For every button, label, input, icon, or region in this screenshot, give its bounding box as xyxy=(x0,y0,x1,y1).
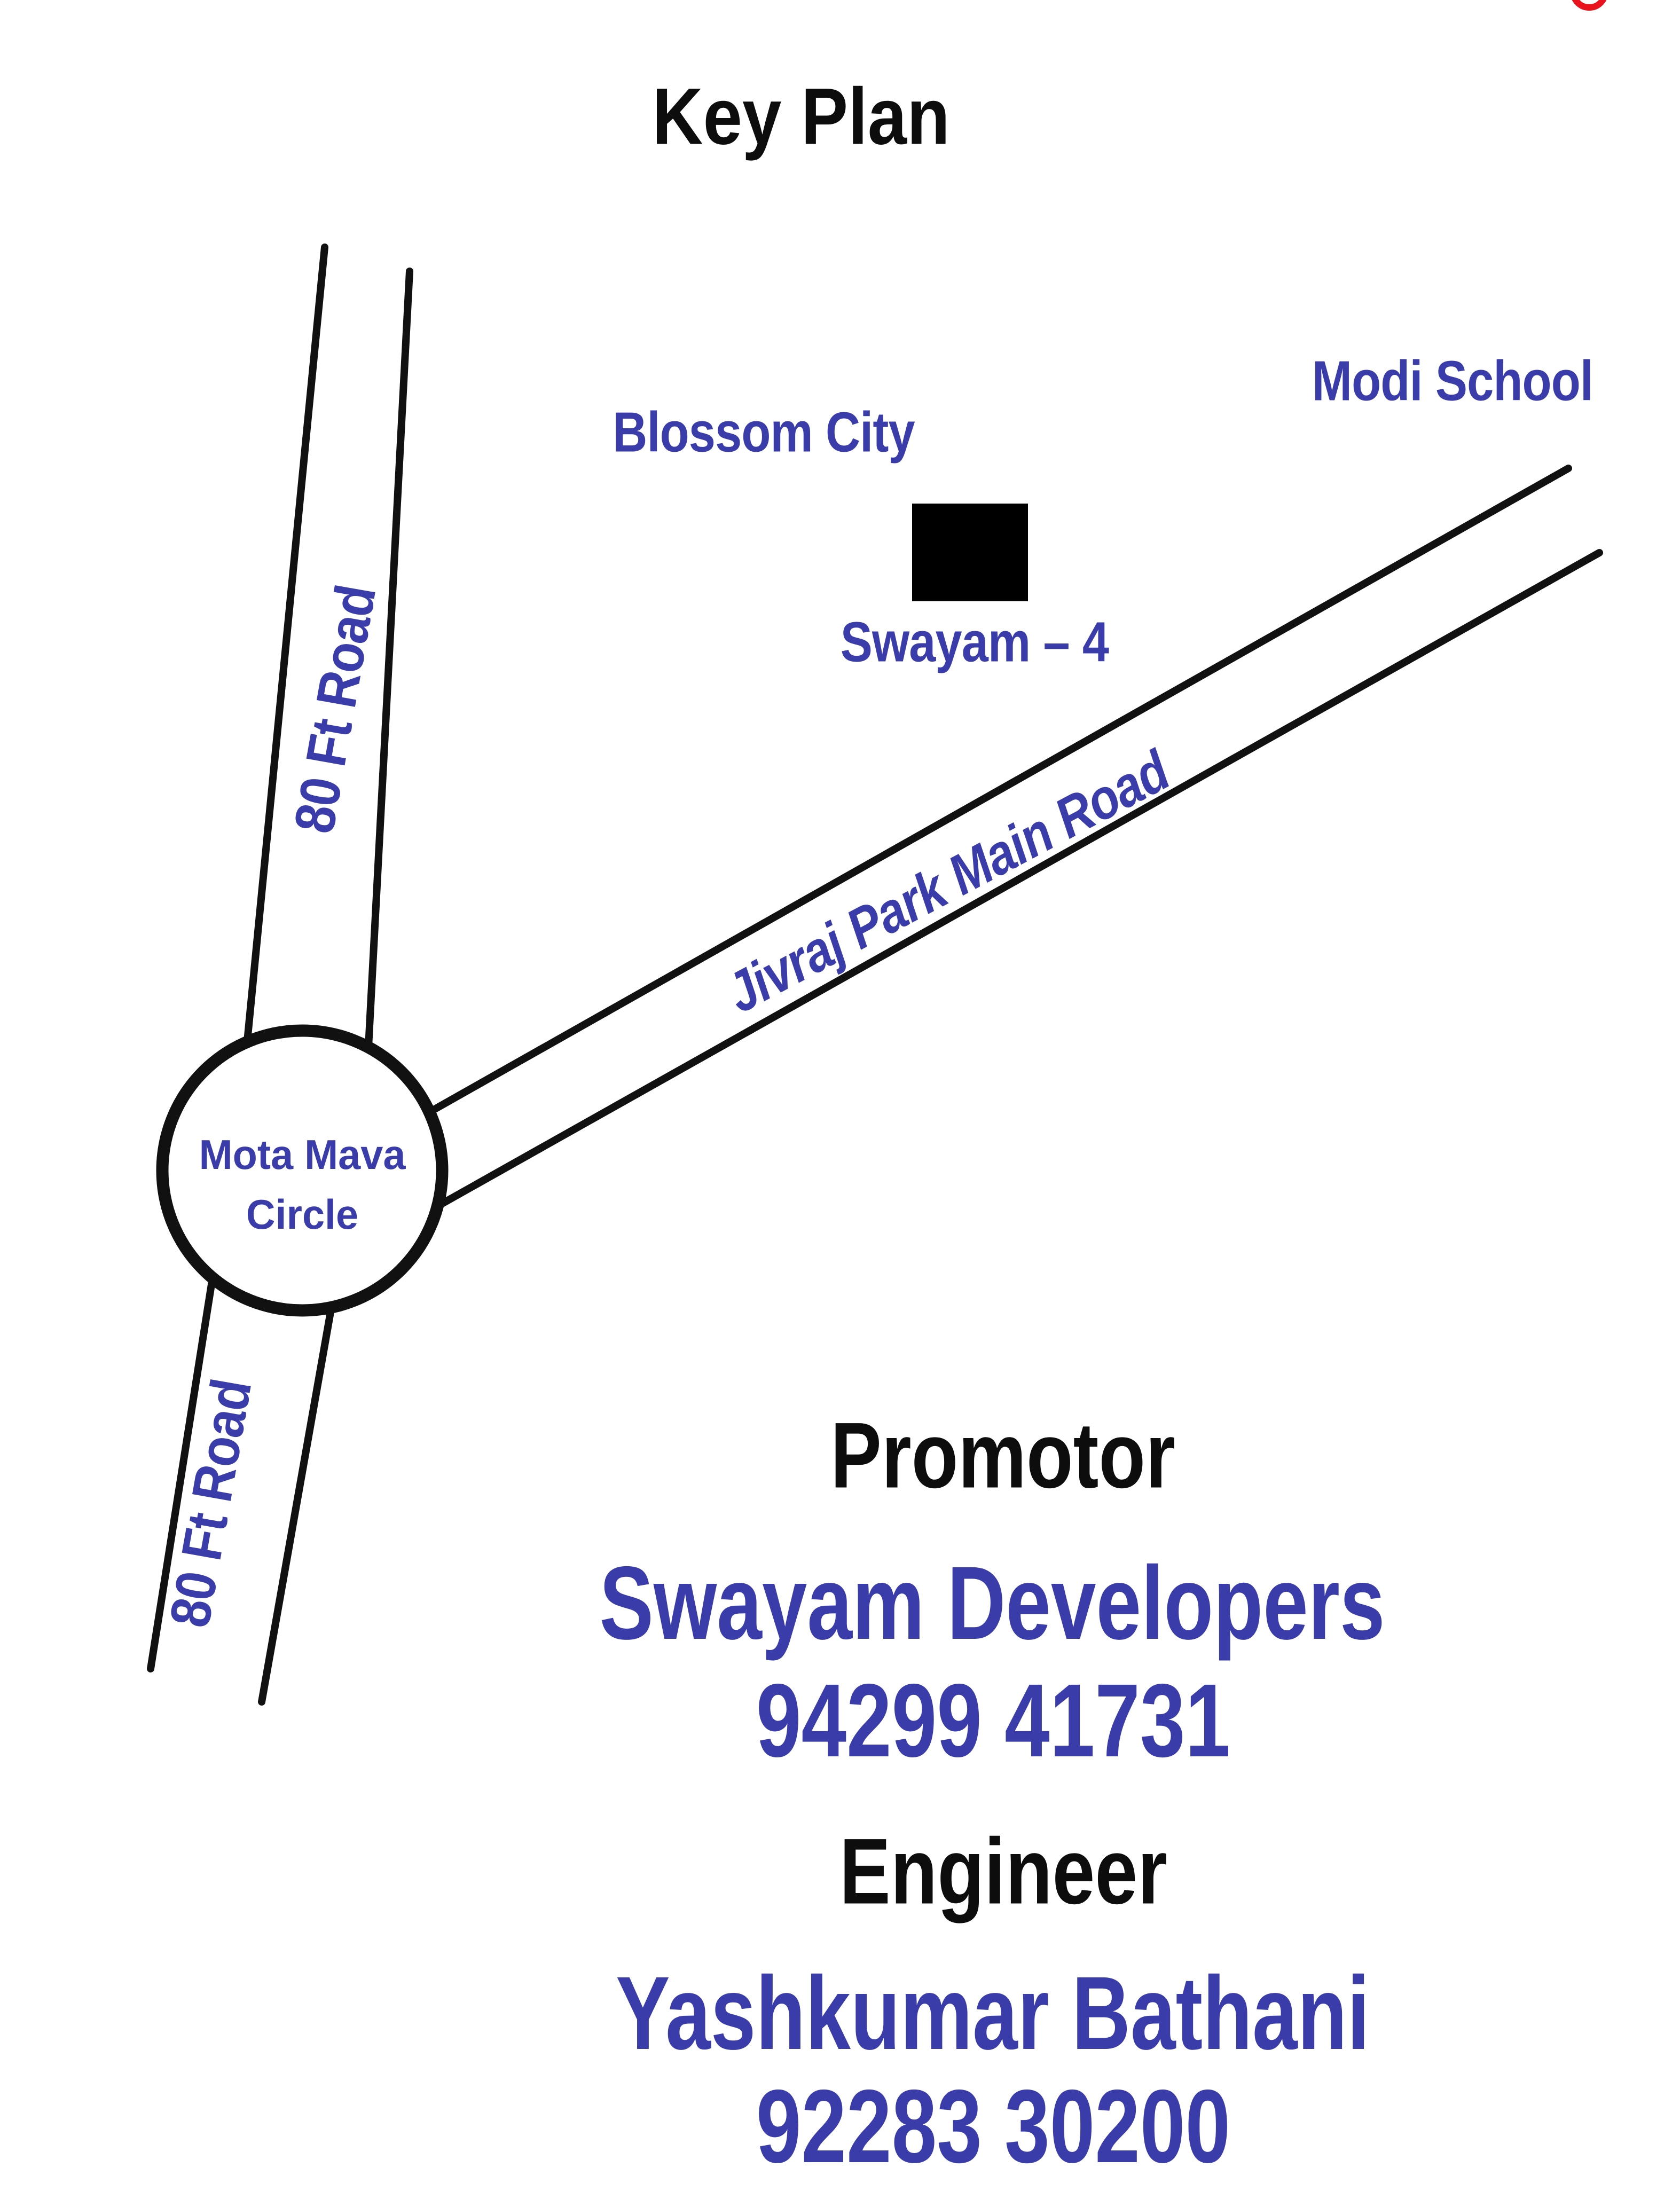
promoter-phone: 94299 41731 xyxy=(756,1662,1231,1779)
swayam-4-building xyxy=(912,504,1028,601)
promoter-heading: Promotor xyxy=(830,1403,1175,1508)
road-jivraj-bottom-line xyxy=(437,549,1603,1208)
red-circle-mark-icon xyxy=(1572,0,1607,11)
label-modi-school: Modi School xyxy=(1312,349,1593,413)
engineer-phone: 92283 30200 xyxy=(756,2068,1231,2185)
label-blossom-city: Blossom City xyxy=(613,400,915,464)
road-jivraj-top-line xyxy=(423,465,1572,1117)
road-80ft-upper-left-line xyxy=(243,244,328,1050)
mota-mava-circle-shape xyxy=(156,1024,449,1317)
page-title: Key Plan xyxy=(652,71,950,161)
engineer-name: Yashkumar Bathani xyxy=(616,1955,1370,2071)
road-80ft-upper-right-line xyxy=(365,268,413,1050)
road-80ft-lower-left-line xyxy=(147,1267,217,1672)
label-swayam-4: Swayam – 4 xyxy=(840,610,1109,674)
label-mota-mava-line2: Circle xyxy=(246,1191,359,1238)
promoter-name: Swayam Developers xyxy=(599,1545,1385,1661)
road-80ft-lower-right-line xyxy=(258,1299,336,1706)
label-mota-mava-circle: Mota Mava Circle xyxy=(199,1125,406,1244)
engineer-heading: Engineer xyxy=(839,1819,1168,1924)
label-mota-mava-line1: Mota Mava xyxy=(199,1131,406,1178)
